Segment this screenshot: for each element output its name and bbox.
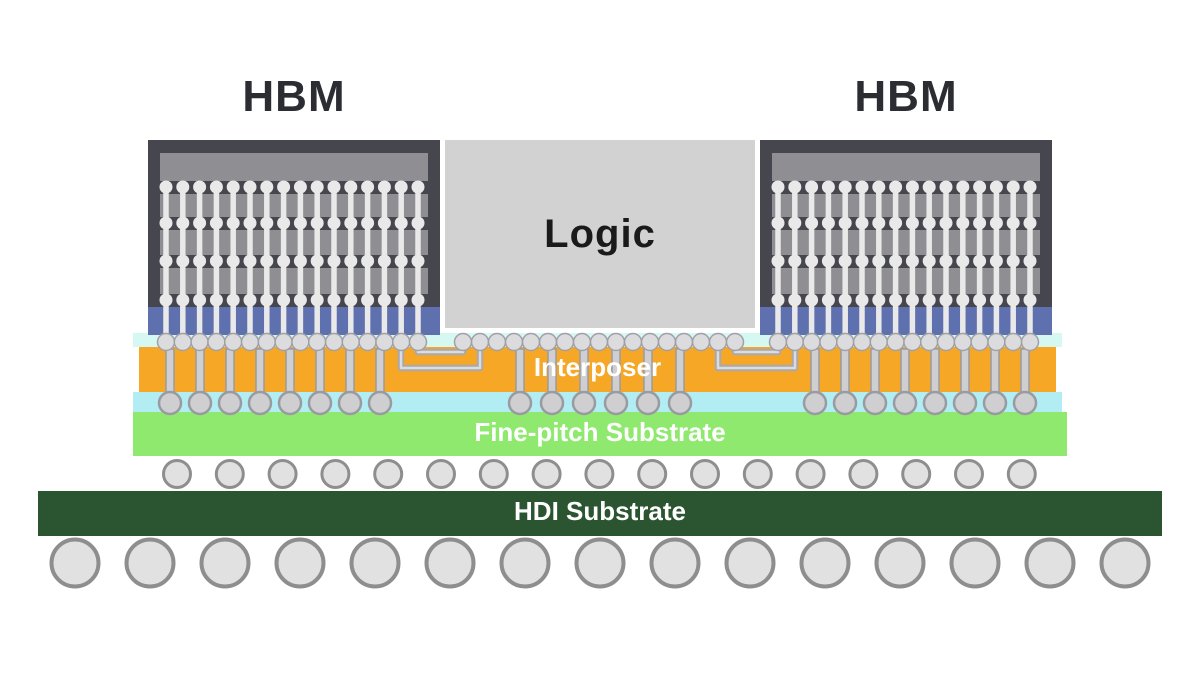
package-cross-section-diagram: HBM HBM Logic Interposer Fine-pitch Subs…: [38, 72, 1162, 589]
diagram-graphic: [38, 140, 1162, 589]
